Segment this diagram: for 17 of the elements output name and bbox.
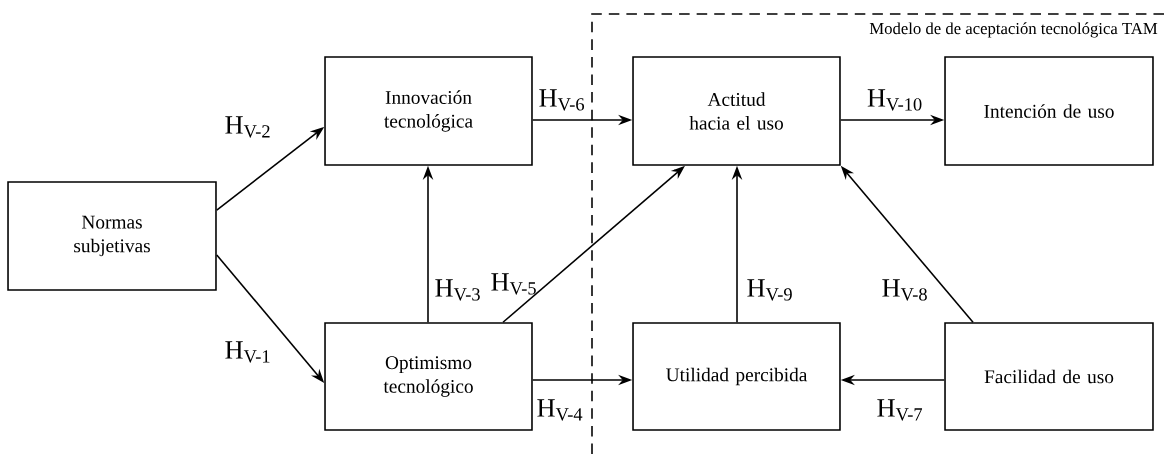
edge-label: H$_{V-10}$ — [867, 89, 922, 111]
process-box: Innovación tecnológica — [324, 56, 533, 166]
process-box: Normas subjetivas — [7, 181, 217, 291]
process-box: Optimismo tecnológico — [324, 322, 533, 431]
edge-label: H$_{V-2}$ — [225, 116, 270, 138]
process-box: Intención de uso — [944, 56, 1154, 166]
process-box: Utilidad percibida — [632, 322, 841, 431]
edge-label: H$_{V-9}$ — [747, 279, 792, 301]
edge-label: H$_{V-3}$ — [435, 279, 480, 301]
edge-label: H$_{V-6}$ — [539, 89, 585, 111]
edge-label: H$_{V-7}$ — [877, 399, 923, 421]
process-box: Facilidad de uso — [944, 322, 1154, 431]
process-box: Actitud hacia el uso — [632, 56, 841, 166]
edge-label: H$_{V-1}$ — [225, 341, 270, 363]
edge-label: H$_{V-4}$ — [537, 399, 583, 421]
edge-label: H$_{V-5}$ — [491, 273, 536, 295]
edge-label: H$_{V-8}$ — [882, 279, 927, 301]
